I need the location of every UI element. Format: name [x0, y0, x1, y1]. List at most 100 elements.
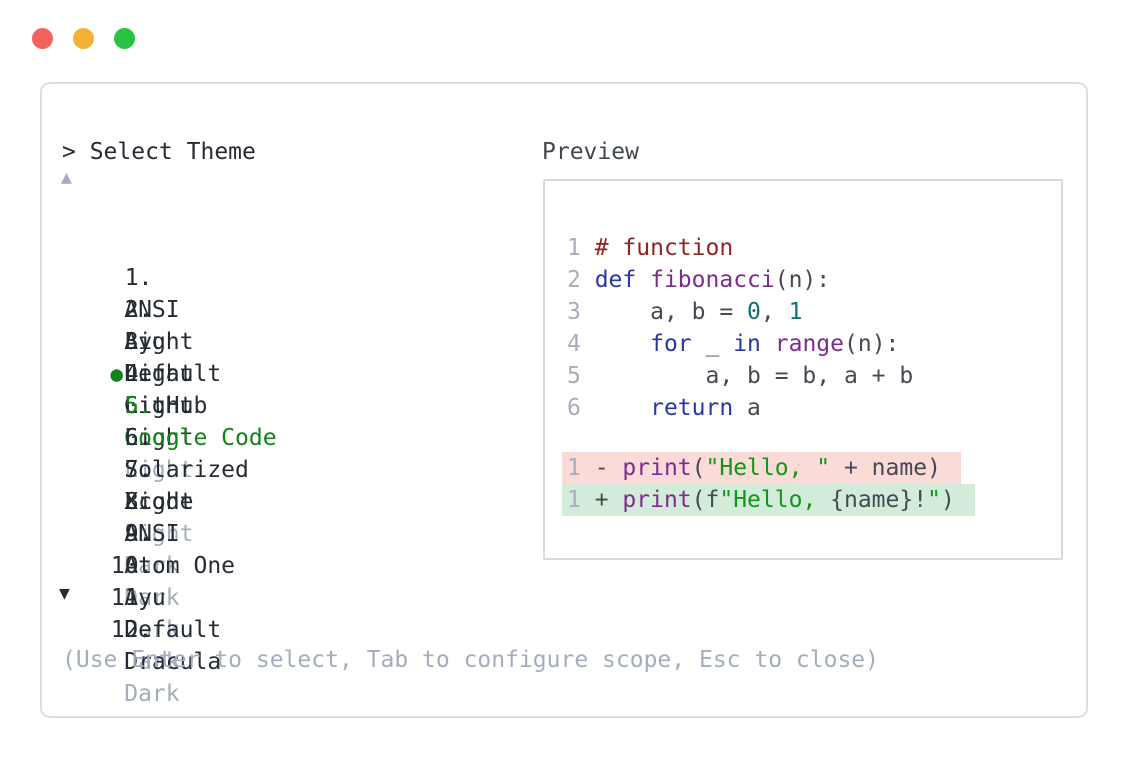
theme-number: 7. — [124, 457, 153, 483]
code-token: a, b = b, a + b — [594, 363, 914, 389]
theme-name: Ayu — [110, 329, 166, 355]
code-token: ) — [940, 487, 955, 513]
theme-name: ANSI — [110, 521, 180, 547]
code-token — [636, 267, 650, 293]
code-token: 0 — [747, 299, 761, 325]
code-token: ( — [691, 455, 706, 481]
theme-variant: Light — [110, 329, 194, 355]
theme-option[interactable]: ● 5. Google Code Light — [55, 326, 276, 483]
code-token: in — [733, 331, 761, 357]
theme-number: 6. — [124, 425, 153, 451]
theme-option[interactable]: 11. Default Dark — [55, 518, 277, 675]
theme-number: 1. — [124, 265, 153, 291]
code-line: 3 a, b = 0, 1 — [567, 296, 913, 328]
theme-variant: Dark — [110, 553, 180, 579]
theme-variant: Light — [110, 457, 194, 483]
close-button[interactable] — [32, 28, 53, 49]
code-token: fibonacci — [650, 267, 775, 293]
window-controls — [32, 28, 135, 49]
theme-variant: Light — [110, 521, 194, 547]
code-token: a — [733, 395, 761, 421]
code-token — [595, 331, 650, 357]
diff-added-line: 1 + print(f"Hello, {name}!") — [562, 484, 975, 516]
theme-number: 5. — [124, 393, 153, 419]
code-token: (n): — [774, 267, 831, 293]
code-token: def — [594, 267, 637, 293]
theme-option[interactable]: 6. Solarized Light — [55, 358, 277, 515]
minimize-button[interactable] — [73, 28, 94, 49]
theme-variant: Dark — [110, 585, 180, 611]
theme-option[interactable]: 1. ANSI Light — [55, 198, 277, 355]
code-token — [761, 331, 775, 357]
theme-variant: Light — [110, 361, 194, 387]
code-token: "Hello, " — [705, 455, 831, 481]
code-line: 2 def fibonacci(n): — [567, 264, 913, 296]
theme-variant: Light — [110, 393, 194, 419]
code-token: a, b = — [594, 299, 748, 325]
theme-option[interactable]: 9. Atom One Dark — [55, 454, 277, 611]
scroll-down-indicator[interactable]: ▼ — [59, 583, 70, 604]
diff-sign: - — [594, 455, 623, 481]
code-token: {name}! — [830, 487, 928, 513]
theme-number: 4. — [124, 361, 153, 387]
line-number: 4 — [567, 331, 595, 357]
code-line: 6 return a — [567, 392, 913, 424]
code-token: "Hello, — [719, 487, 831, 513]
code-line: 1 # function — [567, 232, 913, 264]
theme-option[interactable]: 12. Dracula Dark — [55, 550, 277, 707]
theme-variant: Light — [110, 489, 194, 515]
theme-name: Atom One — [110, 553, 236, 579]
theme-number: 9. — [124, 521, 153, 547]
diff-sign: + — [594, 487, 623, 513]
line-number: 1 — [567, 235, 595, 261]
code-token: for — [650, 331, 692, 357]
theme-option[interactable]: 2. Ayu Light — [55, 230, 277, 387]
theme-list: 1. ANSI Light 2. Ayu Light 3. Default Li… — [55, 198, 277, 707]
code-token: + name) — [830, 455, 941, 481]
theme-variant: Dark — [110, 649, 180, 675]
theme-name: Dracula — [110, 649, 222, 675]
theme-number: 12. — [110, 617, 153, 643]
theme-number: 10. — [110, 553, 153, 579]
theme-name: Solarized — [110, 457, 249, 483]
code-line: 5 a, b = b, a + b — [567, 360, 913, 392]
theme-name: Default — [110, 361, 222, 387]
help-text: (Use Enter to select, Tab to configure s… — [62, 647, 879, 673]
theme-option[interactable]: 10. Ayu Dark — [55, 486, 277, 643]
diff-removed-line: 1 - print("Hello, " + name) — [562, 452, 961, 484]
theme-number: 3. — [124, 329, 153, 355]
code-token: print — [622, 455, 692, 481]
line-number: 1 — [567, 487, 595, 513]
code-token: print — [622, 487, 692, 513]
code-token: 1 — [788, 299, 803, 325]
line-number: 2 — [567, 267, 595, 293]
theme-option[interactable]: 8. ANSI Dark — [55, 422, 277, 579]
zoom-button[interactable] — [114, 28, 135, 49]
theme-variant: Dark — [110, 617, 180, 643]
theme-name: Xcode — [110, 489, 194, 515]
code-token: (n): — [844, 331, 900, 357]
code-line: 4 for _ in range(n): — [567, 328, 913, 360]
theme-option[interactable]: 4. GitHub Light — [55, 294, 277, 451]
theme-option[interactable]: 3. Default Light — [55, 262, 277, 419]
theme-number: 2. — [124, 297, 153, 323]
line-number: 3 — [567, 299, 595, 325]
theme-name: ANSI — [110, 297, 180, 323]
theme-name: Ayu — [110, 585, 166, 611]
preview-label: Preview — [542, 139, 639, 165]
theme-variant: Light — [110, 425, 194, 451]
selected-bullet-icon: ● — [110, 362, 124, 386]
theme-selector-dialog: > Select Theme ▲ 1. ANSI Light 2. Ayu Li… — [40, 82, 1088, 718]
theme-name: Google Code — [110, 425, 277, 451]
theme-number: 8. — [124, 489, 153, 515]
theme-name: Default — [110, 617, 222, 643]
theme-option[interactable]: 7. Xcode Light — [55, 390, 277, 547]
code-token: # function — [594, 235, 734, 261]
scroll-up-indicator[interactable]: ▲ — [61, 167, 72, 188]
code-token: , — [760, 299, 789, 325]
line-number: 5 — [567, 363, 595, 389]
code-token: range — [774, 331, 844, 357]
code-token — [595, 395, 650, 421]
